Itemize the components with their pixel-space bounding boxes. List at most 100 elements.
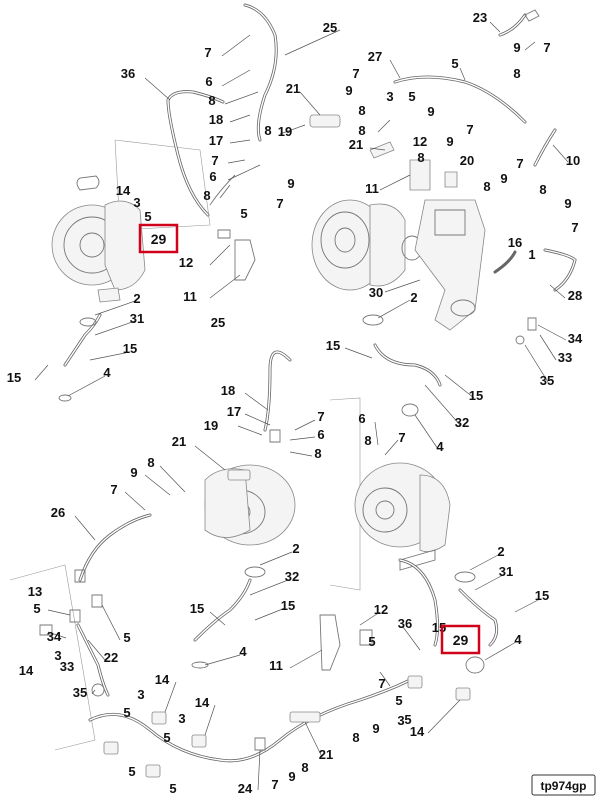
callout-31: 31 — [499, 564, 513, 579]
callout-24: 24 — [238, 781, 253, 796]
callout-3: 3 — [397, 713, 404, 728]
callout-11: 11 — [183, 289, 197, 304]
callout-12: 12 — [179, 255, 193, 270]
callout-4: 4 — [239, 644, 247, 659]
callout-25: 25 — [211, 315, 225, 330]
callout-3: 3 — [133, 195, 140, 210]
callout-15: 15 — [326, 338, 340, 353]
callout-21: 21 — [172, 434, 186, 449]
turbo-assembly-top-right — [311, 9, 577, 450]
highlight-box — [138, 223, 179, 254]
callout-5: 5 — [128, 764, 135, 779]
callout-9: 9 — [287, 176, 294, 191]
callout-14: 14 — [19, 663, 34, 678]
callout-4: 4 — [436, 439, 444, 454]
callout-32: 32 — [455, 415, 469, 430]
callout-19: 19 — [204, 418, 218, 433]
callout-21: 21 — [349, 137, 363, 152]
callout-5: 5 — [163, 730, 170, 745]
turbo-assembly-bottom-right — [289, 397, 541, 674]
callout-8: 8 — [203, 188, 210, 203]
callout-9: 9 — [345, 83, 352, 98]
callout-8: 8 — [147, 455, 154, 470]
callout-5: 5 — [123, 705, 130, 720]
callout-20: 20 — [460, 153, 474, 168]
callout-11: 11 — [365, 181, 379, 196]
callout-17: 17 — [209, 133, 223, 148]
highlight-part-29-top: 29 — [138, 223, 179, 254]
callout-15: 15 — [469, 388, 483, 403]
callout-19: 19 — [278, 124, 292, 139]
callout-27: 27 — [368, 49, 382, 64]
callout-8: 8 — [417, 150, 424, 165]
callout-8: 8 — [264, 123, 271, 138]
callout-7: 7 — [352, 66, 359, 81]
callout-7: 7 — [317, 409, 324, 424]
callout-5: 5 — [169, 781, 176, 796]
reference-box — [531, 774, 596, 796]
callout-3: 3 — [178, 711, 185, 726]
callout-14: 14 — [410, 724, 425, 739]
callout-6: 6 — [358, 411, 365, 426]
callout-25: 25 — [323, 20, 337, 35]
callout-8: 8 — [358, 103, 365, 118]
callout-18: 18 — [221, 383, 235, 398]
callout-9: 9 — [564, 196, 571, 211]
callout-6: 6 — [209, 169, 216, 184]
callout-12: 12 — [413, 134, 427, 149]
callout-35: 35 — [73, 685, 87, 700]
callout-2: 2 — [410, 290, 417, 305]
figure-reference: tp974gp — [531, 774, 596, 796]
callout-5: 5 — [123, 630, 130, 645]
callout-7: 7 — [276, 196, 283, 211]
callout-34: 34 — [568, 331, 583, 346]
callout-1: 1 — [528, 247, 535, 262]
turbo-assembly-bottom-center — [74, 350, 316, 669]
callout-8: 8 — [483, 179, 490, 194]
callout-8: 8 — [301, 760, 308, 775]
callout-15: 15 — [432, 620, 446, 635]
callout-5: 5 — [408, 89, 415, 104]
highlight-label: 29 — [151, 231, 167, 247]
callout-15: 15 — [281, 598, 295, 613]
callout-17: 17 — [227, 404, 241, 419]
callout-31: 31 — [130, 311, 144, 326]
callout-8: 8 — [539, 182, 546, 197]
callout-9: 9 — [513, 40, 520, 55]
callout-9: 9 — [372, 721, 379, 736]
callout-2: 2 — [292, 541, 299, 556]
callout-5: 5 — [395, 693, 402, 708]
callout-5: 5 — [240, 206, 247, 221]
callout-16: 16 — [508, 235, 522, 250]
callout-7: 7 — [516, 156, 523, 171]
callout-9: 9 — [288, 769, 295, 784]
callout-14: 14 — [195, 695, 210, 710]
callout-22: 22 — [104, 650, 118, 665]
callout-5: 5 — [33, 601, 40, 616]
callout-15: 15 — [123, 341, 137, 356]
callout-15: 15 — [535, 588, 549, 603]
callout-4: 4 — [514, 632, 522, 647]
callout-32: 32 — [285, 569, 299, 584]
callout-11: 11 — [269, 658, 283, 673]
callout-9: 9 — [500, 171, 507, 186]
callout-14: 14 — [155, 672, 170, 687]
callout-5: 5 — [144, 209, 151, 224]
callout-9: 9 — [446, 134, 453, 149]
callout-7: 7 — [271, 777, 278, 792]
callout-3: 3 — [137, 687, 144, 702]
highlight-box — [440, 624, 481, 655]
callout-23: 23 — [473, 10, 487, 25]
callout-7: 7 — [204, 45, 211, 60]
callout-33: 33 — [60, 659, 74, 674]
callout-21: 21 — [286, 81, 300, 96]
callout-7: 7 — [466, 122, 473, 137]
callout-8: 8 — [314, 446, 321, 461]
callout-2: 2 — [133, 291, 140, 306]
turbo-assembly-top-left — [34, 3, 341, 402]
callout-5: 5 — [404, 712, 411, 727]
callout-6: 6 — [205, 74, 212, 89]
reference-code: tp974gp — [540, 779, 586, 793]
